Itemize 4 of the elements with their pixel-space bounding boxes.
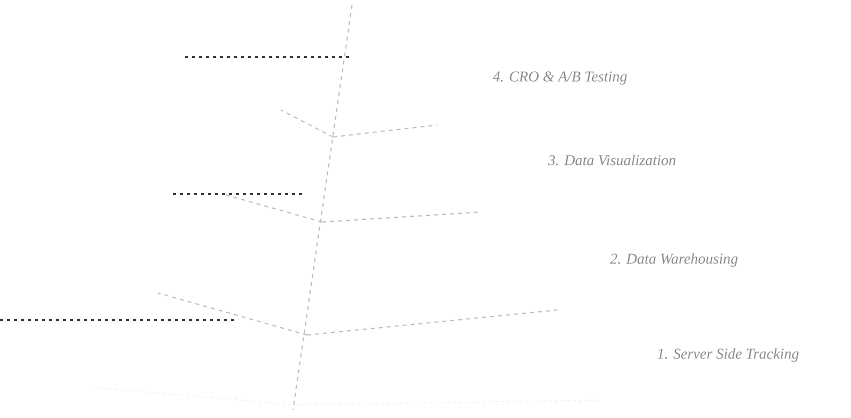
branch-label: 1. Server Side Tracking xyxy=(658,348,799,362)
branch-label: 4. CRO & A/B Testing xyxy=(492,71,627,85)
branch-label: 3. Data Visualization xyxy=(548,154,676,166)
branch-label: 2. Data Warehousing xyxy=(610,253,738,267)
